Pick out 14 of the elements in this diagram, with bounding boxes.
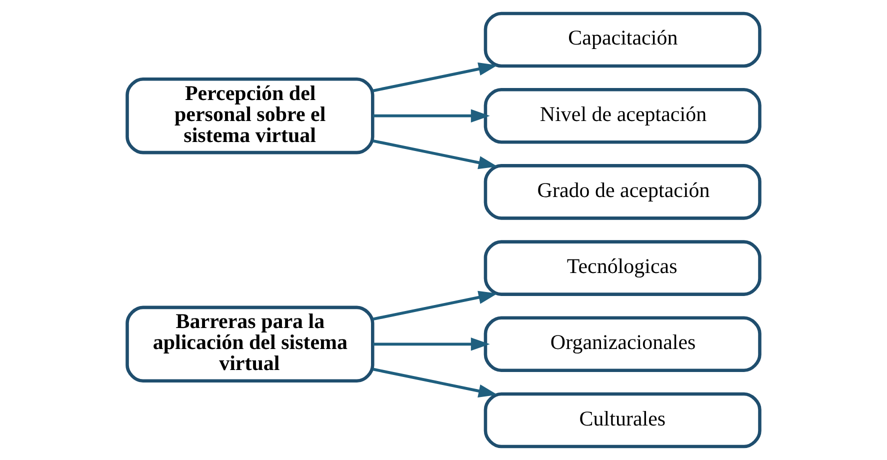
arrow (372, 139, 498, 170)
arrow (372, 109, 490, 122)
node-box: Capacitación (484, 12, 762, 68)
node-box: Grado de aceptación (484, 164, 762, 220)
arrow (372, 338, 490, 351)
arrow (372, 290, 498, 321)
node-box: Nivel de aceptación (484, 88, 762, 144)
node-box: Percepción del personal sobre el sistema virtual (126, 77, 374, 154)
arrow (372, 368, 498, 398)
node-box: Culturales (484, 392, 762, 448)
node-box: Tecnólogicas (484, 240, 762, 296)
node-box: Barreras para la aplicación del sistema virtual (126, 306, 374, 383)
arrow (372, 62, 498, 92)
node-box: Organizacionales (484, 316, 762, 372)
